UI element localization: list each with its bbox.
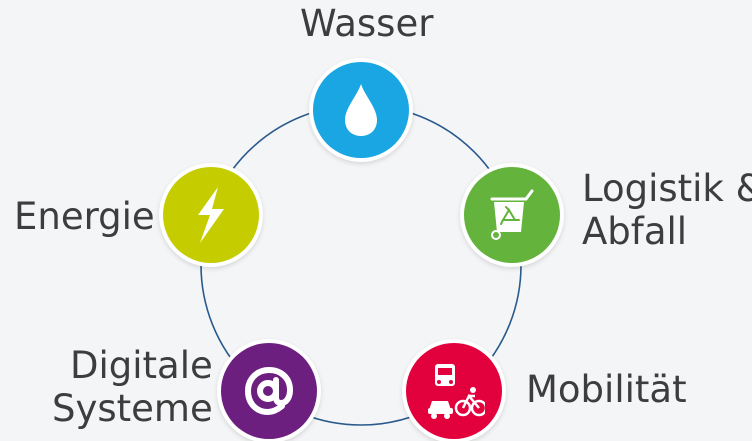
lightning-bolt-icon [188, 185, 234, 245]
mobilitaet-node[interactable] [406, 343, 502, 439]
mobility-icon [423, 360, 485, 422]
logistik-abfall-node[interactable] [464, 167, 560, 263]
digitale-systeme-node[interactable] [221, 343, 317, 439]
energie-node[interactable] [163, 167, 259, 263]
water-drop-icon [341, 82, 381, 138]
wasser-label: Wasser [300, 2, 434, 45]
logistik-abfall-label: Logistik & Abfall [582, 167, 752, 253]
digitale-systeme-label: Digitale Systeme [52, 344, 213, 430]
mobilitaet-label: Mobilität [526, 368, 687, 411]
recycling-bin-icon [484, 187, 540, 243]
at-sign-icon [240, 362, 298, 420]
energie-label: Energie [14, 195, 155, 238]
wasser-node[interactable] [313, 62, 409, 158]
